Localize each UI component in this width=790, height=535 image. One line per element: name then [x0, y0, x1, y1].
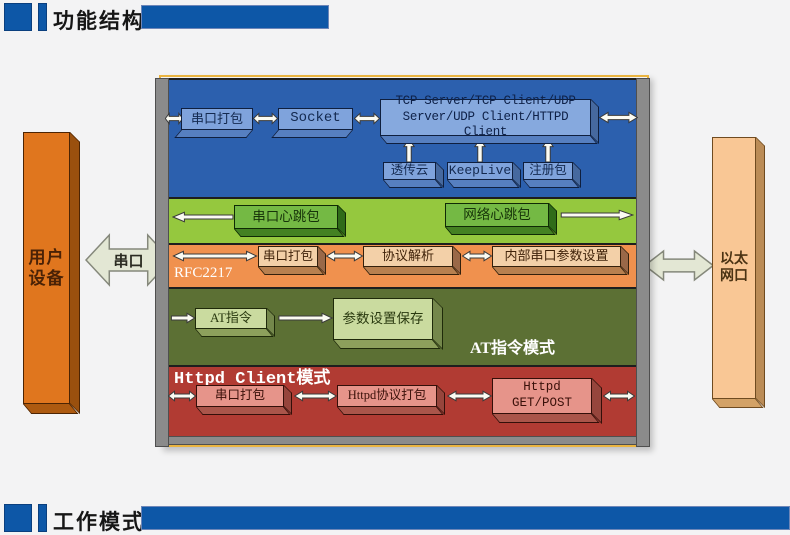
arrow-edge-atcommand: [171, 312, 195, 324]
serial-heartbeat-box: 串口心跳包: [234, 205, 346, 237]
header-square-decor: [4, 3, 32, 31]
save-params-box: 参数设置保存: [333, 298, 443, 350]
socket-label: Socket: [278, 108, 353, 130]
rfc2217-serial-pack-label: 串口打包: [258, 246, 318, 267]
at-command-box: AT指令: [195, 308, 275, 337]
httpd-get-post-label-line2: GET/POST: [511, 396, 572, 410]
header-square-decor: [4, 504, 32, 532]
header-rule-decor: [141, 506, 790, 530]
arrow-serialpack-parse: [326, 250, 363, 262]
ethernet-port-label-line1: 以太: [720, 251, 748, 267]
arrow-atcommand-save: [278, 312, 333, 324]
httpd-serial-pack-label: 串口打包: [196, 385, 284, 407]
protocol-parse-label: 协议解析: [363, 246, 453, 267]
frame-bottom-bar: [167, 436, 637, 445]
arrow-parse-params: [462, 250, 492, 262]
httpd-serial-pack-box: 串口打包: [196, 385, 292, 415]
section-title-work-mode: 工作模式: [53, 511, 145, 534]
frame-left-pillar: [155, 78, 169, 447]
arrow-serialpack-httpdpack: [294, 390, 337, 402]
arrow-httpdpack-getpost: [447, 390, 492, 402]
network-heartbeat-label: 网络心跳包: [445, 203, 549, 227]
user-device-box: 用户 设备: [23, 132, 80, 414]
rfc2217-label: RFC2217: [174, 265, 233, 281]
register-packet-label: 注册包: [523, 162, 573, 180]
arrow-network-heartbeat-right: [560, 209, 634, 221]
keeplive-box: KeepLive: [447, 162, 521, 188]
serial-link-label: 串口: [113, 254, 144, 270]
internal-serial-params-box: 内部串口参数设置: [492, 246, 629, 275]
header-bar-decor: [38, 3, 47, 31]
httpd-protocol-pack-label: Httpd协议打包: [337, 385, 437, 407]
httpd-get-post-label-line1: Httpd: [523, 380, 561, 395]
tcp-label-line2: Server/UDP Client/HTTPD Client: [402, 109, 569, 140]
header-bar-decor: [38, 504, 47, 532]
user-device-label-line2: 设备: [28, 269, 65, 288]
keeplive-label: KeepLive: [447, 162, 513, 180]
serial-heartbeat-label: 串口心跳包: [234, 205, 338, 229]
frame-right-pillar: [636, 78, 650, 447]
register-packet-box: 注册包: [523, 162, 581, 188]
network-heartbeat-box: 网络心跳包: [445, 203, 557, 235]
httpd-protocol-pack-box: Httpd协议打包: [337, 385, 445, 415]
arrow-getpost-edge: [603, 390, 635, 402]
httpd-mode-label: Httpd Client模式: [174, 370, 331, 389]
ethernet-link-arrow: [644, 247, 714, 284]
tcp-udp-httpd-box: TCP Server/TCP Client/UDP Server/UDP Cli…: [380, 94, 599, 144]
socket-box: Socket: [271, 108, 353, 138]
socket-layer-serial-pack-box: 串口打包: [174, 108, 253, 138]
arrow-socket-tcp: [354, 112, 380, 125]
ethernet-port-box: 以太 网口: [712, 137, 765, 408]
at-command-label: AT指令: [195, 308, 267, 329]
save-params-label: 参数设置保存: [333, 298, 433, 340]
arrow-serialpack-socket: [253, 112, 278, 125]
at-mode-label: AT指令模式: [470, 340, 556, 357]
header-rule-decor: [141, 5, 329, 29]
double-arrow-icon: [644, 247, 714, 284]
internal-serial-params-label: 内部串口参数设置: [492, 246, 621, 267]
user-device-label-line1: 用户: [28, 247, 65, 267]
rfc2217-serial-pack-box: 串口打包: [258, 246, 326, 275]
cloud-box: 透传云: [383, 162, 444, 188]
section-title-function-structure: 功能结构: [53, 10, 145, 33]
httpd-get-post-box: Httpd GET/POST: [492, 378, 602, 424]
serial-pack-label: 串口打包: [181, 108, 253, 130]
tcp-label-line1: TCP Server/TCP Client/UDP: [395, 94, 576, 109]
ethernet-port-label-line2: 网口: [720, 269, 748, 284]
arrow-edge-rfc-serialpack: [172, 250, 258, 262]
protocol-parse-box: 协议解析: [363, 246, 461, 275]
cloud-label: 透传云: [383, 162, 436, 180]
arrow-tcp-edge: [599, 111, 638, 124]
arrow-edge-httpd-serialpack: [168, 390, 196, 402]
arrow-serial-heartbeat-left: [172, 211, 234, 223]
